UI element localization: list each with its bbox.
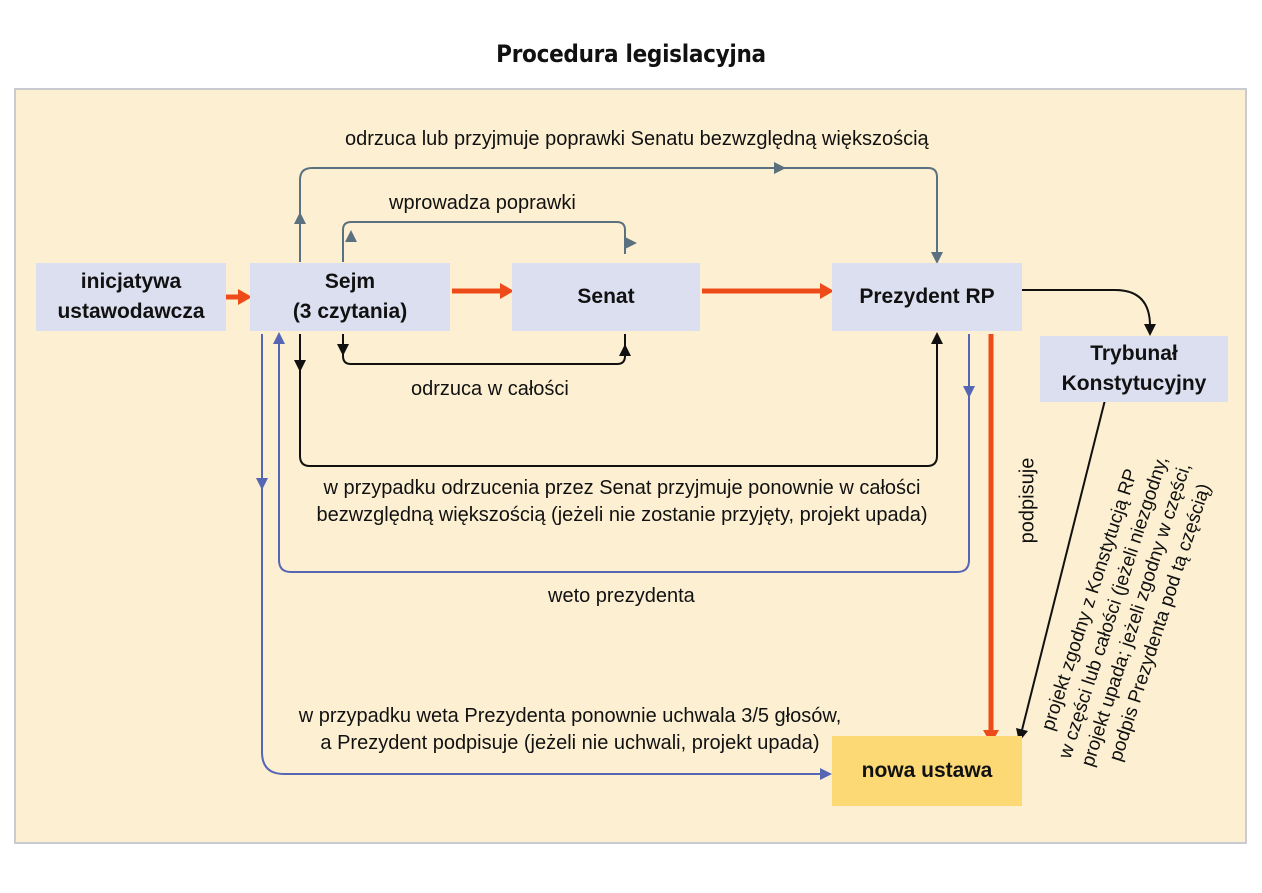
main-flow bbox=[226, 288, 994, 732]
label-odrzuca-lub-przyjmuje: odrzuca lub przyjmuje poprawki Senatu be… bbox=[345, 128, 929, 150]
label-w-przypadku-weta: w przypadku weta Prezydenta ponownie uch… bbox=[298, 705, 842, 754]
edge-sejm-nowa-ustawa-veto-override bbox=[261, 334, 820, 775]
label-podpisuje: podpisuje bbox=[1016, 457, 1039, 544]
edge-prezydent-sejm-veto bbox=[278, 334, 970, 573]
edge-sejm-senat-amendments bbox=[342, 221, 626, 262]
edge-senat-sejm-reject bbox=[342, 334, 626, 365]
label-wprowadza-poprawki: wprowadza poprawki bbox=[389, 192, 576, 214]
edge-trybunal-nowa-ustawa bbox=[1021, 399, 1106, 731]
node-inicjatywa: inicjatywa ustawodawcza bbox=[36, 263, 226, 331]
edge-sejm-prezydent-amendments bbox=[299, 167, 938, 262]
node-prezydent: Prezydent RP bbox=[832, 263, 1022, 331]
node-senat: Senat bbox=[512, 263, 700, 331]
node-sejm: Sejm (3 czytania) bbox=[250, 263, 450, 331]
node-nowa-ustawa: nowa ustawa bbox=[832, 736, 1022, 806]
label-odrzuca-w-calosci: odrzuca w całości bbox=[411, 378, 569, 400]
main-flow-arrowheads bbox=[238, 283, 999, 744]
edge-prezydent-trybunal bbox=[1022, 289, 1151, 327]
label-weto-prezydenta: weto prezydenta bbox=[548, 585, 695, 607]
node-trybunal: Trybunał Konstytucyjny bbox=[1040, 336, 1228, 402]
label-w-przypadku-odrzucenia: w przypadku odrzucenia przez Senat przyj… bbox=[316, 477, 928, 526]
diagram-title: Procedura legislacyjna bbox=[496, 40, 766, 68]
edge-sejm-prezydent-override bbox=[299, 334, 938, 467]
